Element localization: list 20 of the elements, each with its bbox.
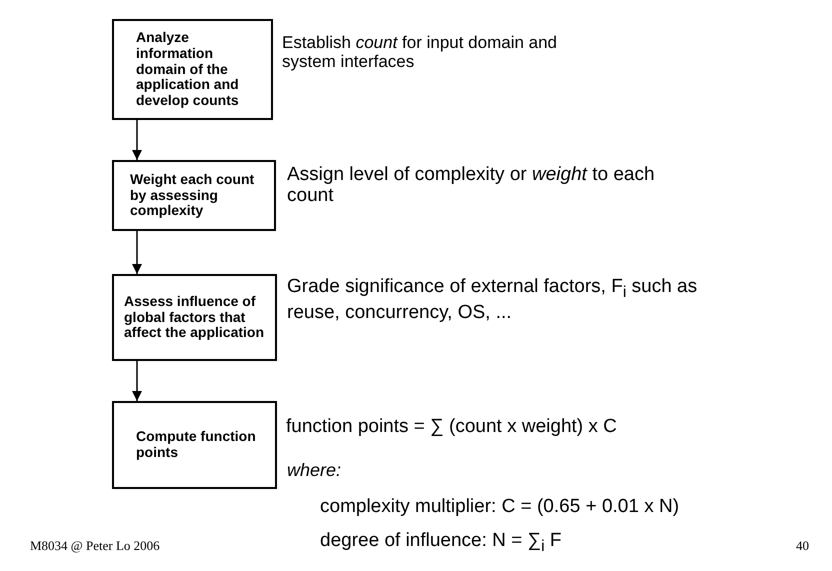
arrow — [132, 120, 142, 160]
formula-text: complexity multiplier: C = (0.65 + 0.01 x N) — [320, 496, 680, 518]
page-number: 40 — [796, 538, 809, 554]
process-box — [112, 160, 276, 231]
arrow — [132, 231, 142, 274]
step-description: Assign level of complexity or weight to each count — [287, 164, 656, 207]
step-text: Compute function points — [135, 429, 257, 461]
process-box — [112, 401, 277, 489]
formula-text: degree of influence: N = ∑$_{i}$ F — [320, 530, 563, 556]
process-box — [112, 274, 277, 361]
step-text: Weight each count by assessing complexity — [129, 172, 256, 219]
step-text: Analyze information domain of the application and develop counts — [135, 30, 240, 109]
step-text: Assess influence of global factors that affect the application — [123, 294, 266, 341]
step-description: Grade significance of external factors, F$_{i}$ such as reuse, concurrency, OS, ... — [287, 276, 698, 323]
step-description: Establish count for input domain and system interfaces — [282, 33, 558, 72]
process-box — [112, 19, 273, 120]
footer-text: M8034 @ Peter Lo 2006 — [30, 538, 160, 554]
arrow — [132, 361, 142, 401]
formula-text: where: — [287, 460, 342, 480]
step-description: function points = ∑ (count x weight) x C — [286, 416, 618, 438]
